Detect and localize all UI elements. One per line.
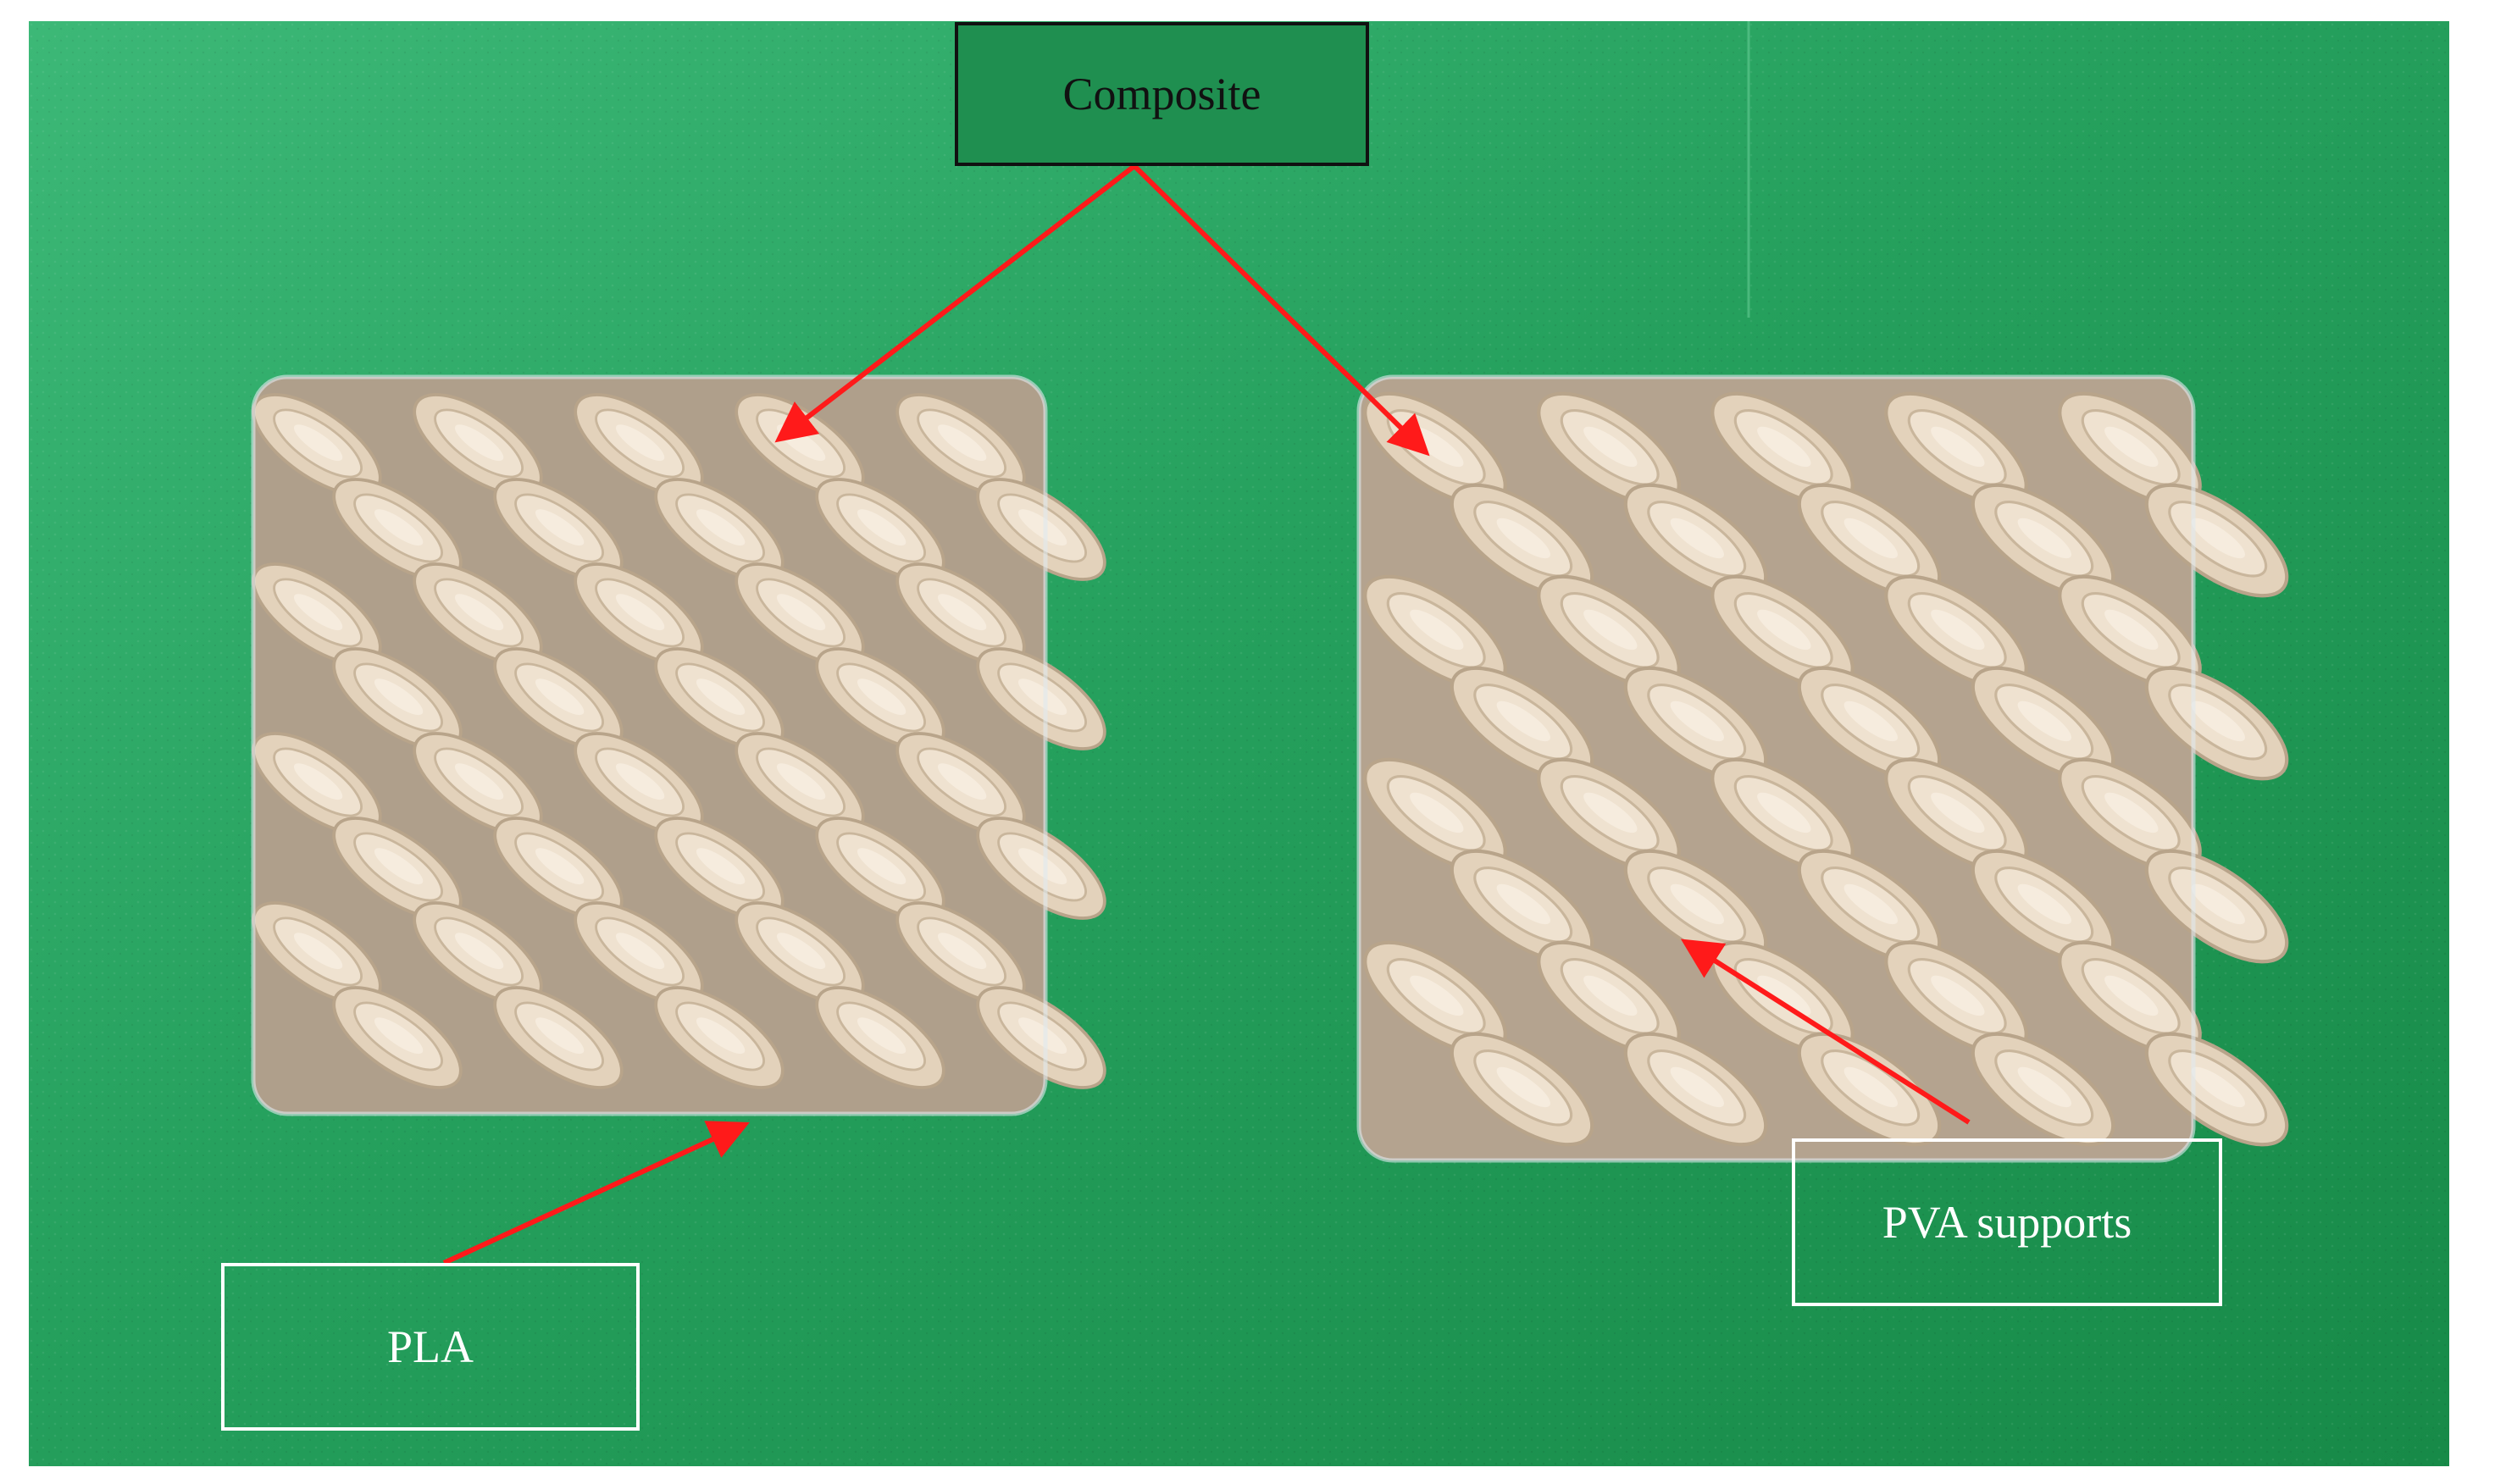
left-lattice-sample <box>236 374 1123 1116</box>
composite-arrow-left <box>774 163 1136 443</box>
pva-arrow <box>1680 939 1971 1125</box>
annotation-arrows <box>442 163 1971 1265</box>
photo-of-printed-samples <box>29 21 2449 1466</box>
composite-label: Composite <box>955 22 1369 166</box>
composite-arrow-right <box>1132 163 1430 457</box>
right-lattice-sample <box>1348 373 2304 1166</box>
pla-label: PLA <box>221 1263 640 1431</box>
pva-supports-label: PVA supports <box>1792 1138 2222 1306</box>
pla-arrow <box>442 1121 750 1265</box>
